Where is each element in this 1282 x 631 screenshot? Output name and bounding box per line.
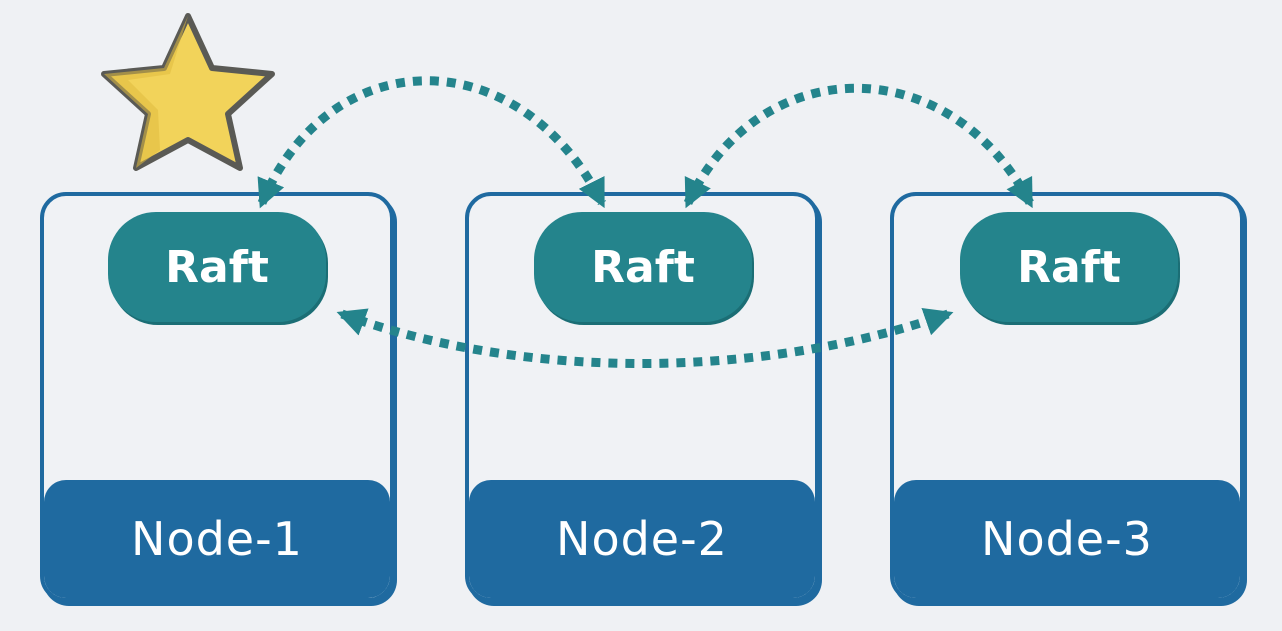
raft-3: Raft bbox=[960, 212, 1178, 322]
node-2-box: Node-2 bbox=[465, 192, 819, 602]
arrow-raft1-raft2 bbox=[257, 76, 607, 209]
raft-2: Raft bbox=[534, 212, 752, 322]
star-icon bbox=[101, 13, 275, 171]
node-3-label: Node-3 bbox=[894, 480, 1240, 598]
node-1-label: Node-1 bbox=[44, 480, 390, 598]
arrow-raft1-raft3 bbox=[336, 308, 954, 368]
raft-1: Raft bbox=[108, 212, 326, 322]
node-2-label: Node-2 bbox=[469, 480, 815, 598]
arrow-raft2-raft3 bbox=[683, 83, 1034, 209]
